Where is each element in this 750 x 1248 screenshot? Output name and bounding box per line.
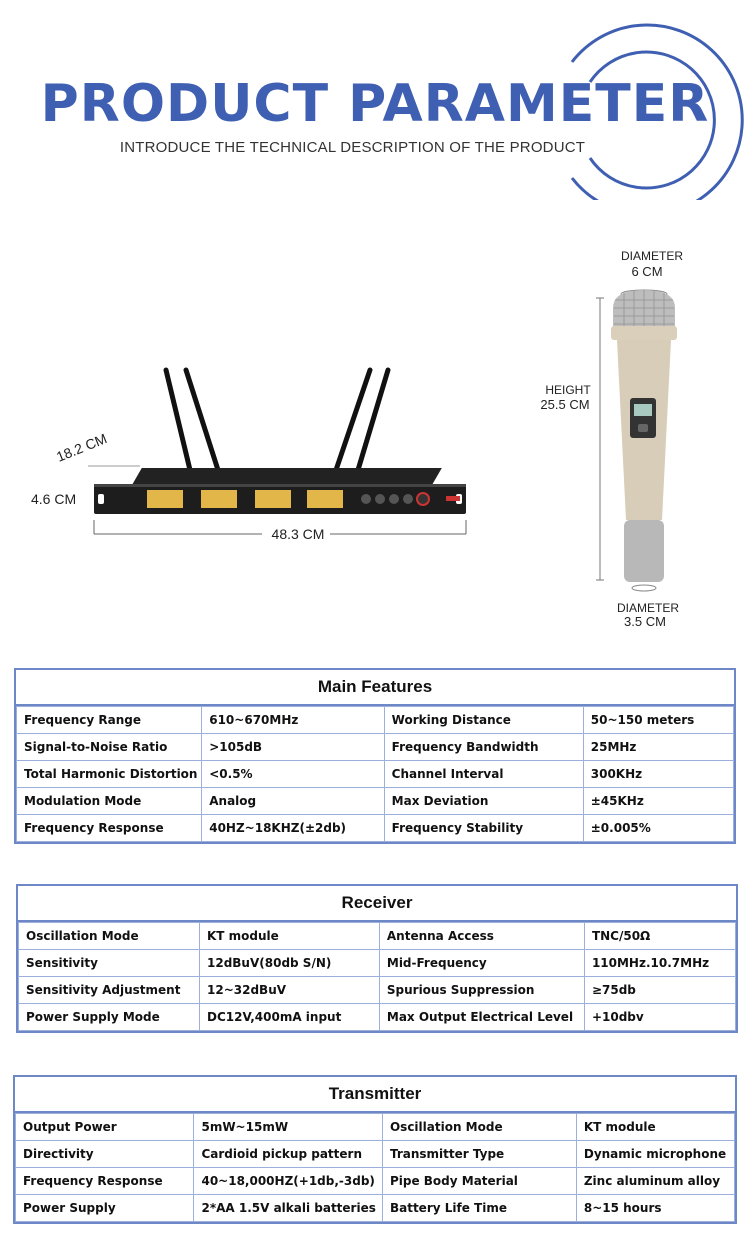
receiver-width-label: 48.3 CM — [271, 526, 325, 542]
page-subtitle: INTRODUCE THE TECHNICAL DESCRIPTION OF T… — [119, 139, 586, 156]
spec-label: Modulation Mode — [15, 787, 203, 815]
spec-value: >105dB — [201, 733, 385, 761]
spec-label: Sensitivity — [18, 949, 200, 977]
spec-value: 12~32dBuV — [199, 976, 380, 1004]
microphone-icon — [596, 289, 677, 592]
receiver-height-label: 4.6 CM — [31, 491, 77, 507]
spec-label: Spurious Suppression — [378, 976, 585, 1004]
spec-label: Frequency Bandwidth — [383, 733, 584, 761]
spec-value: 8~15 hours — [575, 1194, 736, 1222]
spec-label: Antenna Access — [378, 922, 585, 950]
spec-value: +10dbv — [583, 1003, 737, 1031]
spec-label: Battery Life Time — [381, 1194, 577, 1222]
spec-value: Zinc aluminum alloy — [575, 1167, 736, 1195]
page-title: PRODUCT PARAMETER — [40, 74, 710, 134]
spec-label: Power Supply Mode — [18, 1003, 200, 1031]
spec-value: 2*AA 1.5V alkali batteries — [193, 1194, 383, 1222]
spec-label: Max Output Electrical Level — [378, 1003, 585, 1031]
spec-label: Working Distance — [383, 706, 584, 734]
table-row: Total Harmonic Distortion<0.5%Channel In… — [15, 760, 735, 788]
spec-value: ≥75db — [583, 976, 737, 1004]
spec-label: Oscillation Mode — [381, 1113, 577, 1141]
main-features-title: Main Features — [16, 670, 734, 706]
spec-label: Max Deviation — [383, 787, 584, 815]
spec-value: 25MHz — [582, 733, 735, 761]
spec-value: 610~670MHz — [201, 706, 385, 734]
mic-top-diameter-label: DIAMETER — [620, 249, 683, 263]
mic-height-label: HEIGHT — [545, 383, 591, 397]
spec-label: Oscillation Mode — [18, 922, 200, 950]
spec-label: Mid-Frequency — [378, 949, 585, 977]
mic-height-value: 25.5 CM — [540, 397, 590, 412]
spec-value: Dynamic microphone — [575, 1140, 736, 1168]
spec-value: Analog — [201, 787, 385, 815]
header-arc-decoration — [570, 23, 744, 200]
spec-value: 40~18,000HZ(+1db,-3db) — [193, 1167, 383, 1195]
spec-value: ±0.005% — [582, 814, 735, 842]
spec-value: KT module — [199, 922, 380, 950]
spec-value: TNC/50Ω — [583, 922, 737, 950]
spec-value: 300KHz — [582, 760, 735, 788]
spec-label: Total Harmonic Distortion — [15, 760, 203, 788]
spec-value: 40HZ~18KHZ(±2db) — [201, 814, 385, 842]
spec-value: 12dBuV(80db S/N) — [199, 949, 380, 977]
spec-label: Sensitivity Adjustment — [18, 976, 200, 1004]
spec-value: 5mW~15mW — [193, 1113, 383, 1141]
spec-value: ±45KHz — [582, 787, 735, 815]
spec-label: Signal-to-Noise Ratio — [15, 733, 203, 761]
spec-label: Transmitter Type — [381, 1140, 577, 1168]
spec-value: DC12V,400mA input — [199, 1003, 380, 1031]
spec-label: Channel Interval — [383, 760, 584, 788]
spec-value: KT module — [575, 1113, 736, 1141]
spec-value: <0.5% — [201, 760, 385, 788]
spec-label: Frequency Stability — [383, 814, 584, 842]
spec-value: Cardioid pickup pattern — [193, 1140, 383, 1168]
mic-top-diameter-value: 6 CM — [631, 264, 663, 279]
transmitter-title: Transmitter — [15, 1077, 735, 1113]
receiver-title: Receiver — [18, 886, 736, 922]
spec-value: 110MHz.10.7MHz — [583, 949, 737, 977]
spec-label: Directivity — [14, 1140, 195, 1168]
antenna-icon — [163, 367, 391, 473]
spec-label: Output Power — [14, 1113, 195, 1141]
spec-label: Power Supply — [14, 1194, 195, 1222]
spec-value: 50~150 meters — [582, 706, 735, 734]
receiver-illustration — [88, 289, 677, 592]
mic-bottom-diameter-value: 3.5 CM — [624, 614, 666, 629]
mic-bottom-diameter-label: DIAMETER — [616, 601, 679, 615]
spec-label: Frequency Range — [15, 706, 203, 734]
spec-label: Frequency Response — [15, 814, 203, 842]
spec-label: Frequency Response — [14, 1167, 195, 1195]
spec-label: Pipe Body Material — [381, 1167, 577, 1195]
